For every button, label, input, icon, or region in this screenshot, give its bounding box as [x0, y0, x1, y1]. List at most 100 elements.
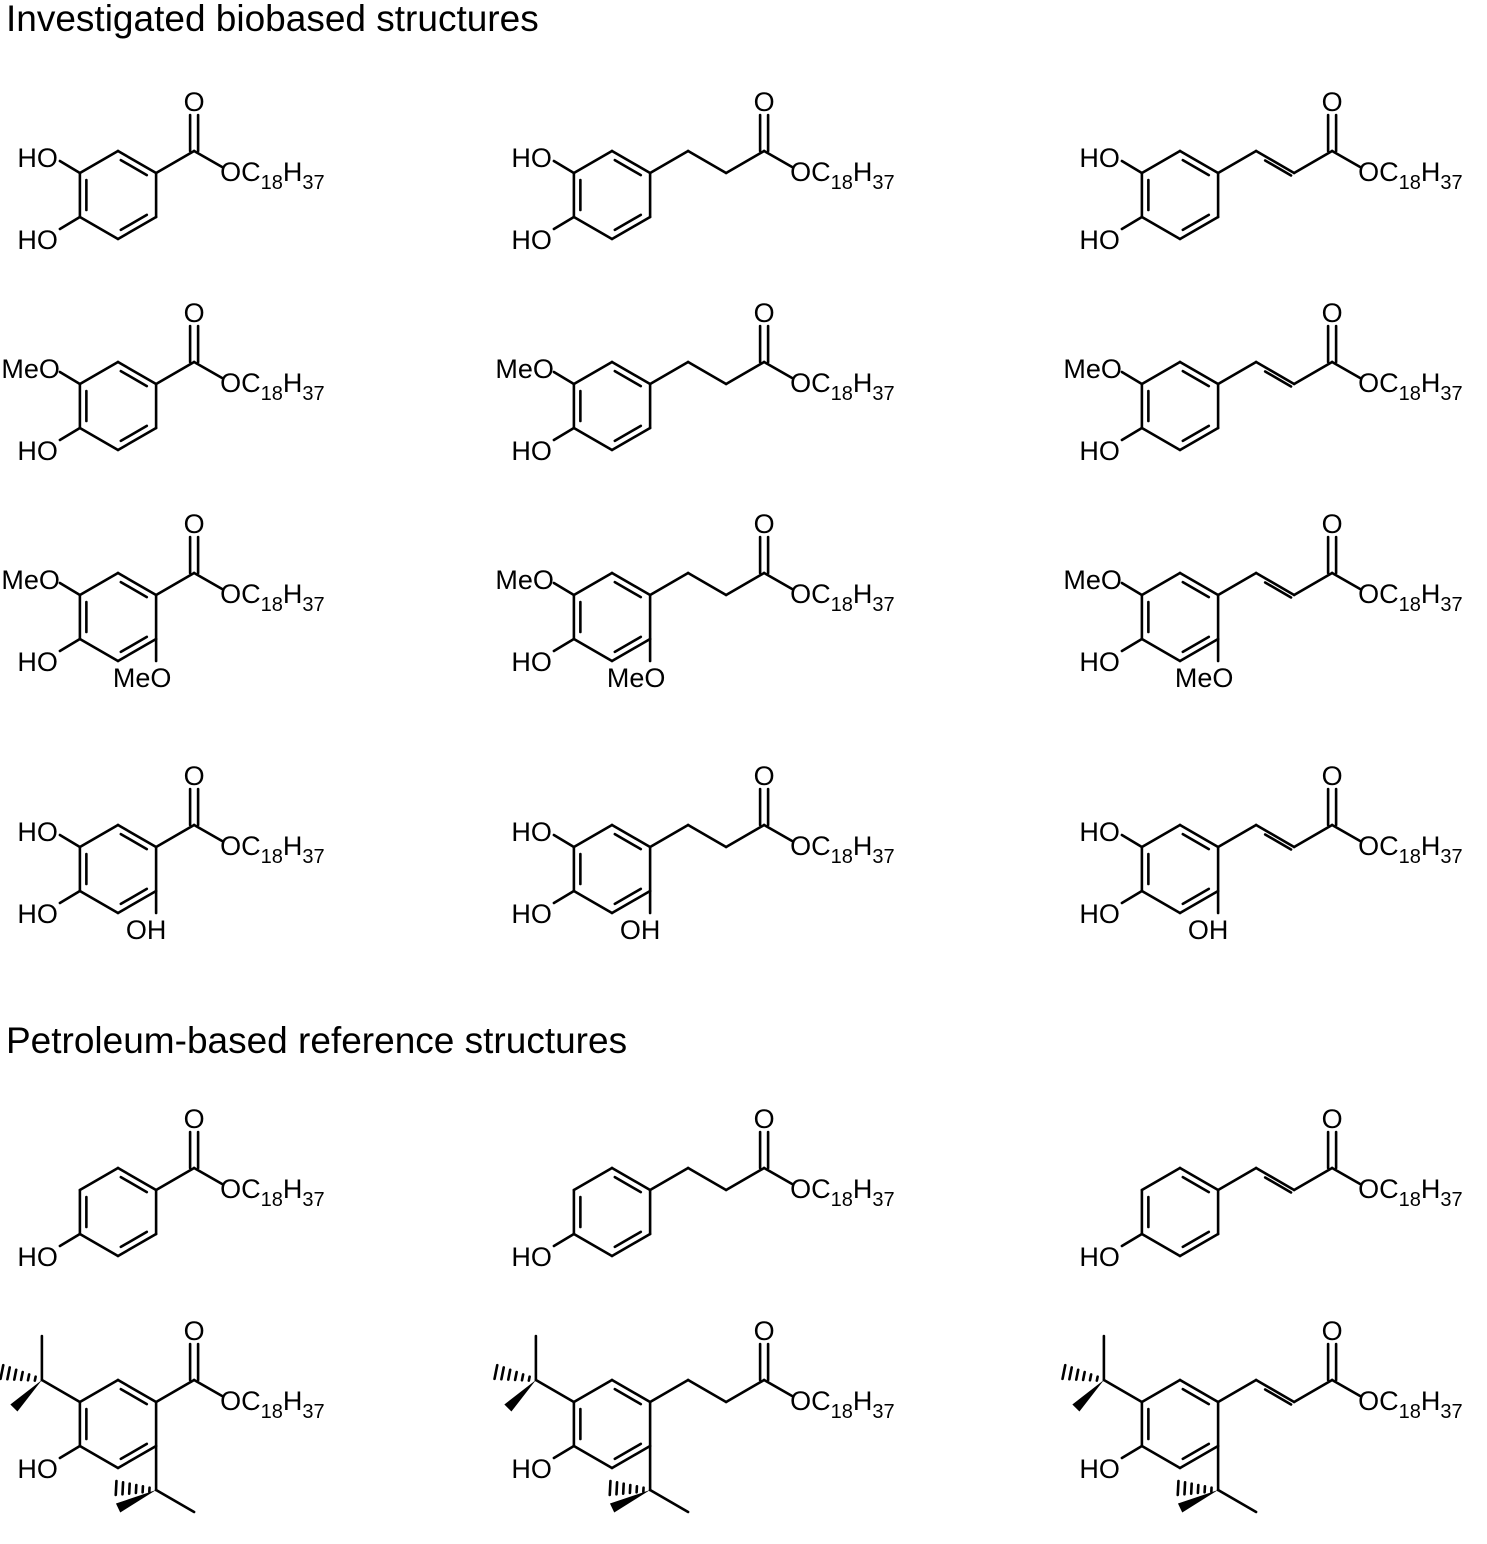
chain-bond — [686, 1378, 728, 1404]
ester-label-part: 18 — [261, 594, 283, 616]
ring-double-bond — [613, 424, 643, 443]
tert-butyl-upper-hash — [0, 1363, 5, 1381]
methoxy-label: MeO — [113, 663, 172, 693]
ring-bond — [1140, 149, 1182, 175]
tert-butyl-upper-hash — [1074, 1368, 1080, 1381]
ester-label-part: 37 — [872, 594, 894, 616]
substituent-bond — [1120, 370, 1144, 386]
octadecyl-ester-label: OC18H37 — [1358, 831, 1463, 868]
chain-bond — [1292, 571, 1334, 597]
ring-bond — [116, 637, 158, 663]
tert-butyl-upper-wedge — [1072, 1380, 1104, 1412]
alkene-bond — [1254, 571, 1296, 597]
ring-bond — [116, 571, 158, 597]
tert-butyl-lower-hash — [114, 1479, 118, 1497]
ester-label-part: H — [1421, 1174, 1441, 1204]
tert-butyl-lower-wedge — [1177, 1490, 1219, 1513]
ester-label-part: O — [1358, 157, 1379, 187]
carbonyl-oxygen-label: O — [754, 1104, 775, 1134]
alkene-double-bond — [1263, 833, 1293, 851]
ester-label-part: C — [1379, 831, 1399, 861]
ester-label-part: O — [790, 1174, 811, 1204]
tert-butyl-upper-hash — [1081, 1370, 1086, 1382]
tert-butyl-upper-bond — [534, 1378, 576, 1404]
substituent-bond — [1120, 833, 1144, 849]
ring-bond — [1178, 360, 1220, 386]
chain-bond — [648, 571, 690, 597]
chain-bond — [1292, 823, 1334, 849]
ester-label-part: 37 — [302, 594, 324, 616]
tert-butyl-lower-wedge — [115, 1490, 157, 1513]
ring-double-bond — [119, 213, 149, 232]
ring-double-bond — [613, 580, 643, 599]
substituent-bond — [1120, 426, 1144, 442]
ring-bond — [610, 426, 652, 452]
carbonyl-oxygen-label: O — [754, 298, 775, 328]
octadecyl-ester-label: OC18H37 — [220, 1174, 325, 1211]
methoxy-label: MeO — [1175, 663, 1234, 693]
substituent-bond — [552, 370, 576, 386]
ester-label-part: O — [220, 157, 241, 187]
substituent-bond — [552, 159, 576, 175]
ring-double-bond — [613, 832, 643, 851]
ester-label-part: C — [811, 368, 831, 398]
octadecyl-ester-label: OC18H37 — [790, 831, 895, 868]
ring-bond — [78, 1378, 120, 1404]
octadecyl-ester-label: OC18H37 — [1358, 1174, 1463, 1211]
carbonyl-oxygen-label: O — [184, 298, 205, 328]
chain-bond — [1216, 360, 1258, 386]
ring-bond — [1140, 823, 1182, 849]
ester-label-part: 18 — [831, 846, 853, 868]
chain-bond — [724, 571, 766, 597]
ester-bond — [1330, 823, 1362, 843]
chain-bond — [724, 149, 766, 175]
ring-bond — [572, 823, 614, 849]
chain-bond — [686, 823, 728, 849]
ester-label-part: 18 — [1399, 594, 1421, 616]
ester-label-part: O — [790, 579, 811, 609]
ester-label-part: 18 — [831, 594, 853, 616]
ring-double-bond — [119, 1175, 149, 1194]
ring-double-bond — [1181, 1230, 1211, 1249]
hydroxyl-label: HO — [17, 817, 58, 847]
ring-double-bond — [119, 158, 149, 177]
chain-bond — [154, 149, 196, 175]
ester-label-part: C — [1379, 368, 1399, 398]
chain-bond — [154, 360, 196, 386]
ester-label-part: O — [1358, 368, 1379, 398]
ester-bond — [192, 823, 224, 843]
tert-butyl-lower-hash — [608, 1479, 612, 1497]
ring-double-bond — [613, 369, 643, 388]
chain-bond — [1216, 149, 1258, 175]
ester-label-part: H — [283, 1174, 303, 1204]
ester-bond — [192, 149, 224, 169]
ester-label-part: H — [853, 1174, 873, 1204]
ring-bond — [1178, 889, 1220, 915]
octadecyl-ester-label: OC18H37 — [220, 157, 325, 194]
tert-butyl-upper-hash — [1088, 1373, 1093, 1382]
carbonyl-oxygen-label: O — [1322, 1104, 1343, 1134]
chain-bond — [154, 571, 196, 597]
ester-label-part: C — [811, 157, 831, 187]
ester-bond — [192, 360, 224, 380]
ester-label-part: H — [1421, 579, 1441, 609]
carbonyl-oxygen-label: O — [184, 761, 205, 791]
carbonyl-oxygen-label: O — [184, 1316, 205, 1346]
methoxy-label: MeO — [1063, 354, 1122, 384]
ester-label-part: O — [790, 1386, 811, 1416]
ring-bond — [1178, 215, 1220, 241]
ring-bond — [1140, 1444, 1182, 1470]
ring-bond — [116, 889, 158, 915]
ring-double-bond — [119, 1230, 149, 1249]
ester-label-part: O — [1358, 831, 1379, 861]
alkene-bond — [1254, 360, 1296, 386]
chain-bond — [1292, 1378, 1334, 1404]
octadecyl-ester-label: OC18H37 — [1358, 157, 1463, 194]
